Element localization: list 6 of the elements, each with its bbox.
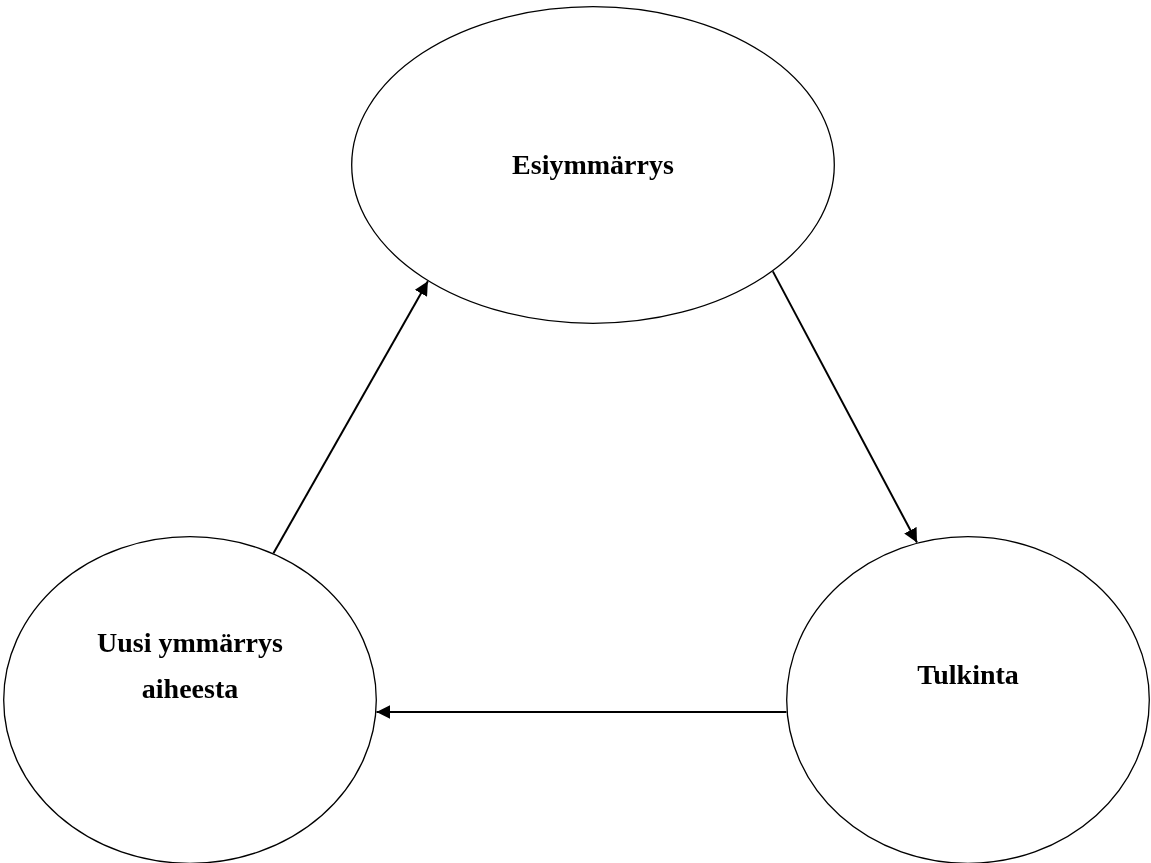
arrow: [771, 270, 918, 544]
arrow: [375, 705, 788, 719]
node-label: Uusi ymmärrys aiheesta: [96, 626, 284, 706]
arrow: [272, 280, 429, 555]
node-label: Esiymmärrys: [511, 148, 675, 182]
node-label: Tulkinta: [916, 658, 1020, 692]
